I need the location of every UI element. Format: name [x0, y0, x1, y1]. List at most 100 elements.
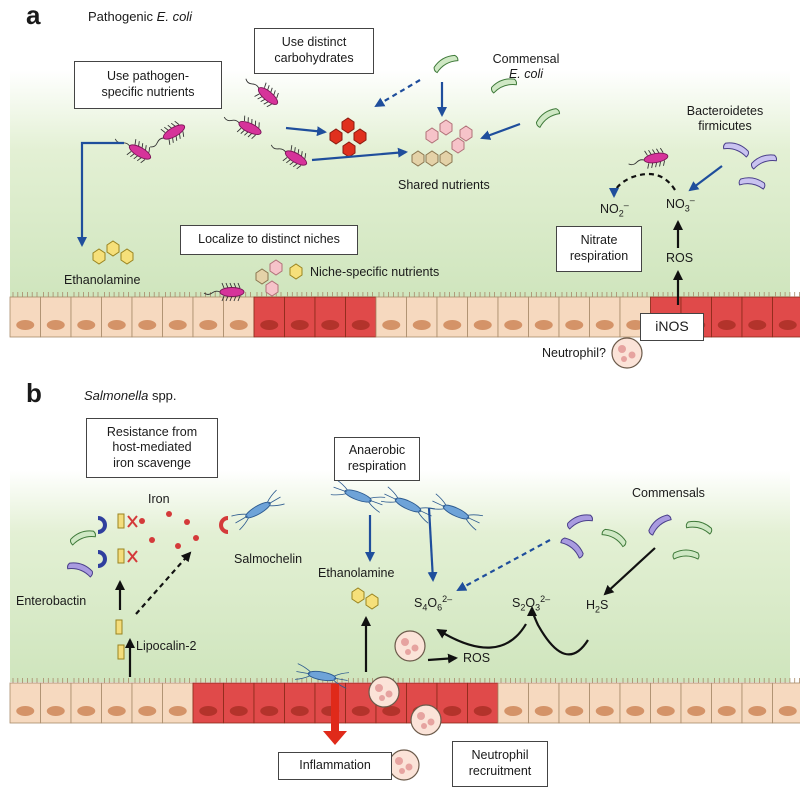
cell-nucleus: [748, 706, 767, 716]
flagellum: [651, 162, 654, 168]
flagellum: [330, 493, 347, 496]
commensal-ecoli-label: Commensal E. coli: [476, 52, 576, 82]
flagellum: [237, 282, 241, 289]
neutrophil-label-a: Neutrophil?: [542, 346, 606, 360]
cell-nucleus: [443, 706, 462, 716]
flagellum: [435, 493, 447, 506]
flagellum: [296, 165, 302, 170]
cell-nucleus: [595, 320, 614, 330]
epithelial-cell: [284, 682, 316, 724]
lipocalin-label: Lipocalin-2: [136, 639, 197, 653]
flagellum: [237, 295, 241, 302]
flagellum: [294, 147, 296, 153]
flagellum: [387, 486, 399, 499]
cell-nucleus: [534, 320, 553, 330]
epithelial-cell: [40, 682, 72, 724]
cell-nucleus: [351, 320, 370, 330]
bacterium-body: [219, 287, 245, 297]
flagellum: [170, 122, 176, 127]
arrows-b: [115, 507, 656, 677]
bacterium-body: [643, 152, 669, 164]
nitrite-sup: –: [623, 200, 629, 210]
panel-a-title-italic: E. coli: [156, 9, 193, 24]
nitrite-sub: 2: [618, 208, 624, 219]
neutrophil: [388, 749, 420, 781]
flagellum: [243, 115, 246, 122]
cell-nucleus: [199, 320, 218, 330]
cell-nucleus: [504, 320, 523, 330]
epithelial-cell: [70, 682, 102, 724]
cell-nucleus: [748, 320, 767, 330]
epithelial-cell: [192, 682, 224, 724]
cell-nucleus: [260, 320, 279, 330]
flagellum: [301, 151, 303, 157]
flagellum: [369, 499, 383, 506]
thiosulfate-sup: 2–: [540, 594, 551, 604]
neutrophil: [410, 704, 442, 736]
flagellum: [247, 132, 253, 138]
flagellum: [258, 122, 260, 128]
flagellum: [334, 672, 350, 677]
box-inflammation: Inflammation: [278, 752, 392, 780]
commensal-bacterium: [751, 154, 777, 170]
epithelial-cell: [131, 296, 163, 338]
arrows-a: [77, 79, 723, 305]
flagellum: [247, 117, 249, 123]
panel-b-title-italic: Salmonella: [84, 388, 149, 403]
flagellum: [467, 514, 484, 517]
flagellum: [644, 150, 648, 156]
thiosulfate-s: S: [512, 596, 521, 611]
iron-dots: [139, 511, 199, 549]
bacterium-body: [491, 78, 517, 94]
cell-nucleus: [565, 706, 584, 716]
tetrathionate-sup: 2–: [442, 594, 453, 604]
neutrophil-a: [611, 337, 643, 369]
pathogen-bacterium: [270, 144, 308, 170]
flagellum: [174, 120, 180, 125]
ethanolamine-hexagons-a: [92, 240, 134, 265]
bacteroidetes-label-line2: firmicutes: [698, 119, 752, 133]
flagellum: [656, 148, 660, 154]
cell-nucleus: [687, 706, 706, 716]
epithelial-cell: [467, 682, 499, 724]
flagellum: [257, 96, 263, 100]
flagellum: [294, 675, 310, 680]
ros-label-a: ROS: [666, 251, 694, 265]
nitrate-sup: –: [689, 195, 695, 205]
flagellum: [267, 489, 277, 503]
cell-nucleus: [46, 320, 65, 330]
bacterium-body: [601, 528, 627, 548]
pathogen-bacterium: [628, 147, 669, 169]
flagellum: [432, 500, 446, 508]
enterobactin-label: Enterobactin: [16, 594, 87, 608]
neutrophil-lobe: [399, 768, 405, 774]
box-distinct-carbohydrates: Use distinct carbohydrates: [254, 28, 374, 74]
bacterium-body: [162, 124, 186, 140]
flagellum: [223, 116, 240, 124]
bacteria-a: [114, 54, 777, 302]
cell-nucleus: [717, 706, 736, 716]
bacterium-body: [751, 154, 777, 170]
bacteroidetes-label-line1: Bacteroidetes: [686, 104, 764, 118]
neutrophil-lobe: [421, 723, 427, 729]
cell-nucleus: [382, 320, 401, 330]
cell-nucleus: [290, 320, 309, 330]
cell-nucleus: [107, 706, 126, 716]
cell-nucleus: [626, 706, 645, 716]
epithelial-cell: [70, 296, 102, 338]
panel-a-title-plain: Pathogenic: [88, 9, 157, 24]
flagellum: [140, 159, 146, 164]
bacterium-body: [648, 514, 672, 536]
epithelial-cell: [253, 682, 285, 724]
epithelial-cell: [528, 296, 560, 338]
cell-nucleus: [16, 706, 35, 716]
x-marks: [127, 515, 138, 563]
bacterium-body: [672, 549, 700, 560]
epithelial-cell: [131, 682, 163, 724]
flagellum: [419, 507, 436, 510]
bacterium-body: [238, 121, 262, 135]
flagellum: [239, 517, 249, 531]
pathogen-bacterium: [223, 115, 262, 140]
epithelial-cell: [528, 682, 560, 724]
